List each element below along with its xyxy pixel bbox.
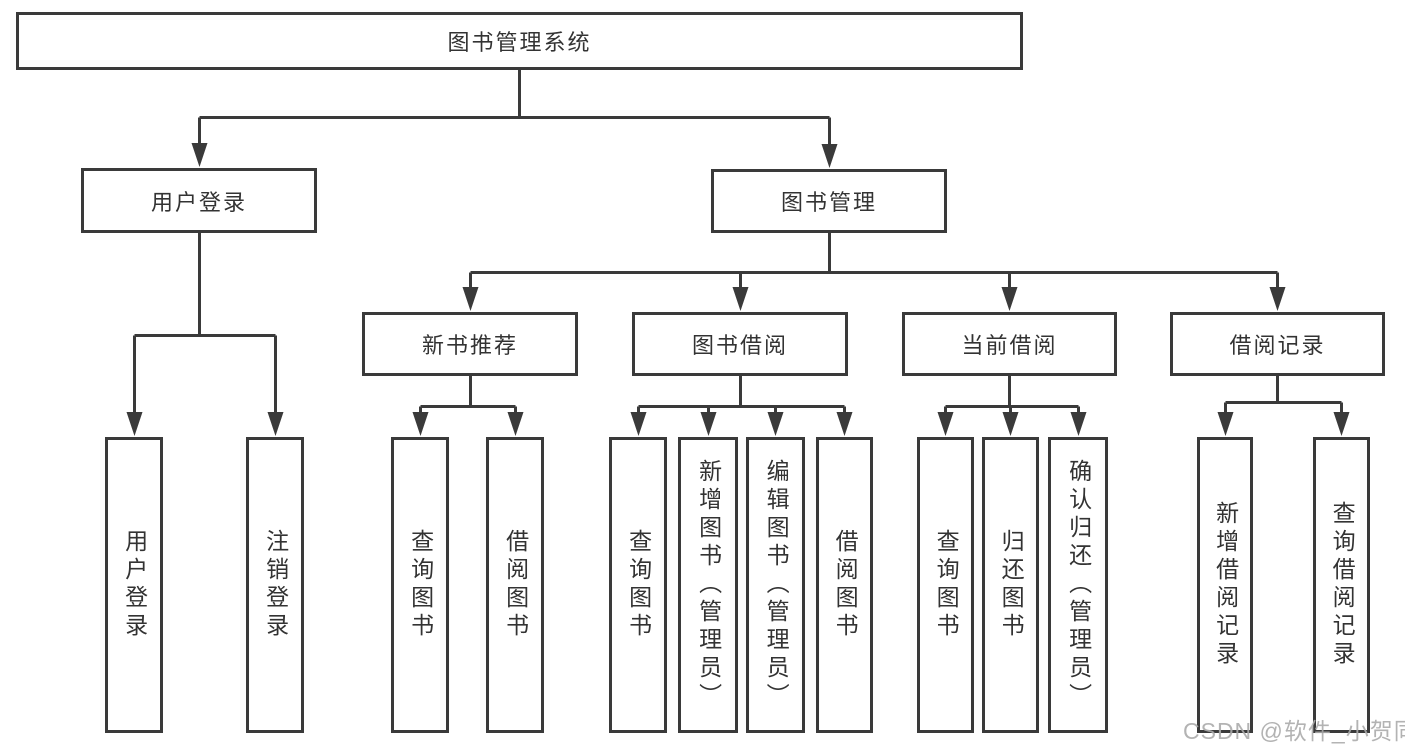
arrow-icon — [1002, 412, 1019, 436]
leaf-confirm-return-admin: 确认归还（管理员） — [1048, 437, 1108, 733]
leaf-borrow-books: 借阅图书 — [486, 437, 544, 733]
arrow-icon — [267, 412, 284, 436]
leaf-query-books-label: 查询图书 — [625, 529, 652, 641]
connector-user-login-to-leaves — [133, 233, 277, 413]
leaf-query-books: 查询图书 — [609, 437, 667, 733]
connector-root-to-level2 — [198, 70, 831, 145]
arrow-icon — [937, 412, 954, 436]
node-new-book-recommend: 新书推荐 — [362, 312, 578, 376]
leaf-borrow-books-label: 借阅图书 — [832, 529, 859, 641]
leaf-return-book-label: 归还图书 — [998, 529, 1025, 641]
node-root: 图书管理系统 — [16, 12, 1023, 70]
arrow-icon — [1070, 412, 1087, 436]
arrow-icon — [1333, 412, 1350, 436]
arrow-icon — [412, 412, 429, 436]
leaf-borrow-books: 借阅图书 — [816, 437, 873, 733]
node-current-borrow-label: 当前借阅 — [961, 333, 1058, 358]
leaf-query-borrow-record: 查询借阅记录 — [1313, 437, 1370, 733]
leaf-query-borrow-record-label: 查询借阅记录 — [1329, 501, 1356, 669]
node-new-book-recommend-label: 新书推荐 — [421, 333, 518, 358]
node-root-label: 图书管理系统 — [447, 30, 592, 55]
arrow-icon — [767, 412, 784, 436]
connector-book-borrow-to-leaves — [637, 376, 846, 413]
node-book-borrow-label: 图书借阅 — [691, 333, 788, 358]
arrow-icon — [836, 412, 853, 436]
arrow-icon — [821, 144, 838, 168]
connector-current-borrow-to-leaves — [944, 376, 1080, 413]
node-book-management-label: 图书管理 — [780, 190, 877, 215]
arrow-icon — [507, 412, 524, 436]
arrow-icon — [1217, 412, 1234, 436]
arrow-icon — [630, 412, 647, 436]
leaf-logout-label: 注销登录 — [262, 529, 289, 641]
arrow-icon — [462, 287, 479, 311]
leaf-confirm-return-admin-label: 确认归还（管理员） — [1065, 459, 1092, 711]
arrow-icon — [126, 412, 143, 436]
leaf-user-login: 用户登录 — [105, 437, 163, 733]
leaf-query-books-label: 查询图书 — [933, 529, 960, 641]
node-borrow-records: 借阅记录 — [1170, 312, 1385, 376]
arrow-icon — [1269, 287, 1286, 311]
arrow-icon — [732, 287, 749, 311]
leaf-edit-book-admin-label: 编辑图书（管理员） — [763, 459, 790, 711]
connector-borrow-records-to-leaves — [1224, 376, 1343, 413]
leaf-return-book: 归还图书 — [982, 437, 1039, 733]
node-borrow-records-label: 借阅记录 — [1229, 333, 1326, 358]
connector-new-book-to-leaves — [419, 376, 517, 413]
leaf-logout: 注销登录 — [246, 437, 304, 733]
node-user-login: 用户登录 — [81, 168, 317, 233]
csdn-watermark: CSDN @软件_小贺同学 — [1183, 718, 1405, 744]
leaf-query-books: 查询图书 — [917, 437, 974, 733]
node-user-login-label: 用户登录 — [150, 189, 247, 215]
leaf-query-books-label: 查询图书 — [407, 529, 434, 641]
leaf-add-book-admin: 新增图书（管理员） — [678, 437, 738, 733]
node-book-borrow: 图书借阅 — [632, 312, 848, 376]
leaf-user-login-label: 用户登录 — [121, 529, 148, 641]
connector-book-management-to-level3 — [469, 233, 1279, 288]
node-current-borrow: 当前借阅 — [902, 312, 1117, 376]
leaf-add-borrow-record-label: 新增借阅记录 — [1212, 501, 1239, 669]
arrow-icon — [1001, 287, 1018, 311]
arrow-icon — [700, 412, 717, 436]
node-book-management: 图书管理 — [711, 169, 947, 233]
leaf-edit-book-admin: 编辑图书（管理员） — [746, 437, 805, 733]
leaf-add-book-admin-label: 新增图书（管理员） — [695, 459, 722, 711]
leaf-query-books: 查询图书 — [391, 437, 449, 733]
leaf-add-borrow-record: 新增借阅记录 — [1197, 437, 1253, 733]
arrow-icon — [191, 143, 208, 167]
leaf-borrow-books-label: 借阅图书 — [502, 529, 529, 641]
